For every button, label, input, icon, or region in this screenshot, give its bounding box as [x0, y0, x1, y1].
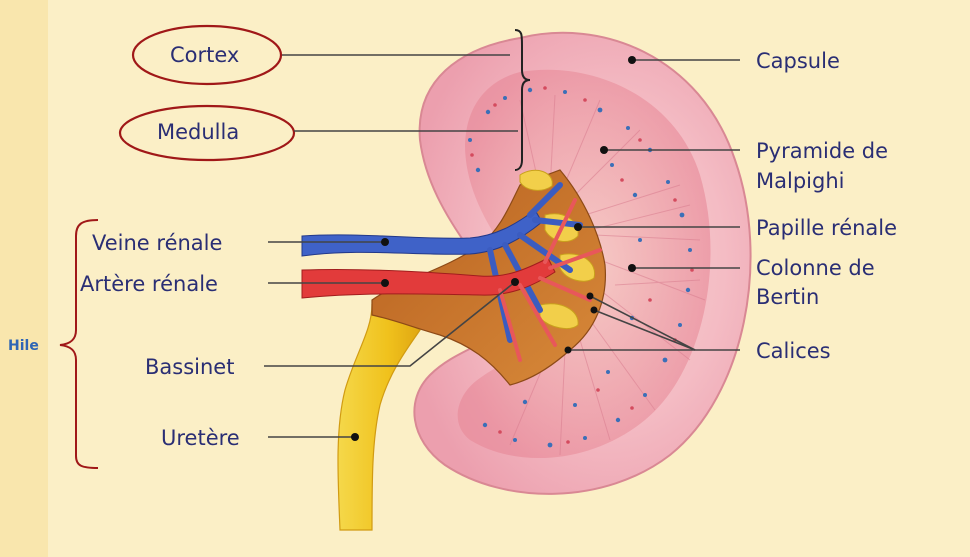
- label-capsule: Capsule: [756, 49, 840, 73]
- label-colonne-line1: Colonne de: [756, 256, 875, 280]
- colonne-dot: [628, 264, 636, 272]
- bassinet-dot: [511, 278, 519, 286]
- label-medulla: Medulla: [157, 120, 239, 144]
- artere-dot: [381, 279, 389, 287]
- label-papille-renale: Papille rénale: [756, 216, 897, 240]
- label-pyramide-line1: Pyramide de: [756, 139, 888, 163]
- label-bassinet: Bassinet: [145, 355, 234, 379]
- label-colonne-line2: Bertin: [756, 285, 819, 309]
- label-veine-renale: Veine rénale: [92, 231, 222, 255]
- cortex-speckles-red: [470, 86, 694, 444]
- renal-artery: [301, 257, 556, 299]
- calices-leader-1: [589, 295, 696, 351]
- calices-dot-1: [586, 292, 594, 300]
- calices-dot-2: [590, 306, 598, 314]
- calyces: [519, 169, 596, 329]
- pyramide-dot: [600, 146, 608, 154]
- ureter: [337, 304, 421, 531]
- artery-branches: [498, 198, 602, 362]
- cortex-highlight-ellipse: [131, 24, 283, 86]
- calices-dot-3: [564, 346, 572, 354]
- hile-bracket: [59, 219, 99, 469]
- papille-dot: [574, 223, 582, 231]
- label-calices: Calices: [756, 339, 831, 363]
- label-uretere: Uretère: [161, 426, 240, 450]
- label-cortex: Cortex: [170, 43, 239, 67]
- cortex-medulla-bracket: [514, 29, 531, 171]
- medulla-highlight-ellipse: [118, 104, 296, 162]
- capsule-dot: [628, 56, 636, 64]
- pyramid-streaks: [509, 94, 706, 456]
- uretere-dot: [351, 433, 359, 441]
- right-leader-lines: [564, 56, 740, 354]
- left-margin-band: [0, 0, 48, 557]
- bassinet-leader: [264, 281, 516, 367]
- left-leader-lines: [264, 54, 519, 441]
- veine-dot: [381, 238, 389, 246]
- cortex-speckles: [468, 87, 692, 448]
- calices-leader-2: [593, 309, 696, 351]
- label-pyramide-line2: Malpighi: [756, 169, 844, 193]
- hile-label: Hile: [8, 338, 39, 354]
- label-artere-renale: Artère rénale: [80, 272, 218, 296]
